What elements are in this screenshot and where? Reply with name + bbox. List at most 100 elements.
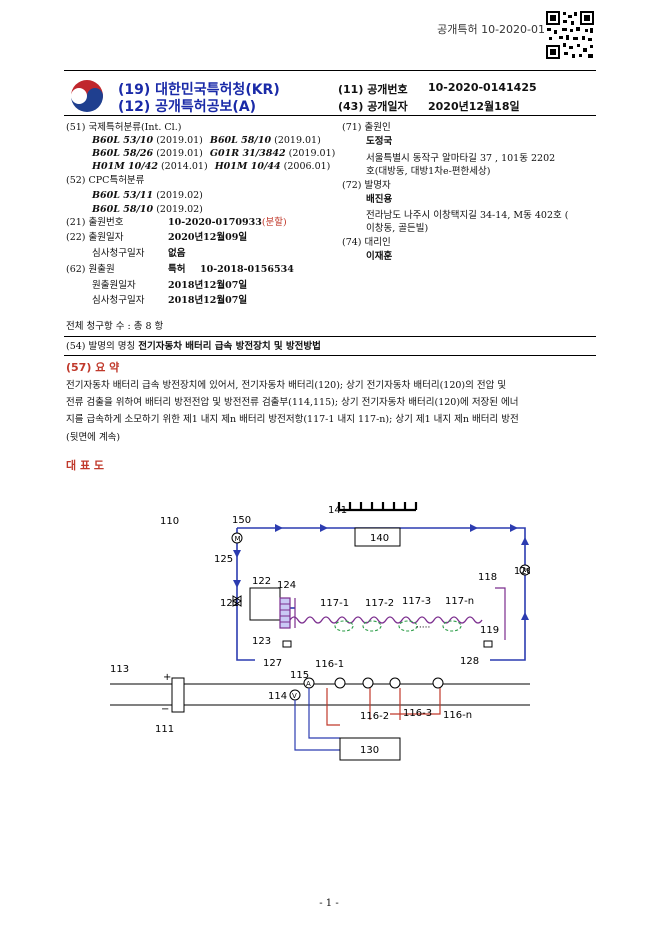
orig-date-value: 2018년12월07일 — [168, 280, 248, 291]
current-sensors — [303, 677, 444, 689]
title-row: (54) 발명의 명칭 전기자동차 배터리 급속 방전장치 및 방전방법 — [66, 341, 321, 352]
label-122: 122 — [252, 576, 271, 587]
orig-label: (62) 원출원 — [66, 264, 115, 275]
battery-box — [279, 597, 291, 629]
page-number: - 1 - — [319, 898, 339, 909]
controller-130 — [339, 737, 401, 761]
valve-121-icon — [232, 595, 242, 607]
motor-125-icon — [231, 532, 243, 544]
cpc-label: (52) CPC특허분류 — [66, 175, 145, 186]
orig-type: 특허 — [168, 264, 186, 275]
agent-name: 이재훈 — [366, 251, 393, 262]
label-117-3: 117-3 — [402, 596, 431, 607]
representative-figure-label: 대 표 도 — [66, 459, 105, 472]
label-116-3: 116-3 — [403, 708, 432, 719]
switch-ellipsis: ····· — [416, 623, 430, 633]
radiator-box — [354, 527, 401, 547]
label-128: 128 — [460, 656, 479, 667]
label-121: 121 — [220, 598, 239, 609]
label-123: 123 — [252, 636, 271, 647]
ipc-label: (51) 국제특허분류(Int. Cl.) — [66, 122, 182, 133]
label-117-n: 117-n — [445, 596, 474, 607]
app-date-label: (22) 출원일자 — [66, 232, 124, 243]
inventor-address: 전라남도 나주시 이창택지길 34-14, M동 402호 ( — [366, 210, 569, 221]
label-130: 130 — [360, 745, 379, 756]
sense-lines — [294, 688, 340, 751]
title-divider-top — [64, 336, 596, 337]
header-divider-bottom — [64, 115, 596, 116]
abstract-text: 전기자동차 배터리 급속 방전장치에 있어서, 전기자동차 배터리(120); … — [66, 380, 519, 425]
motor-126-icon — [519, 564, 530, 576]
exam-value: 없음 — [168, 248, 186, 259]
orig-date-label: 원출원일자 — [92, 280, 136, 291]
label-127: 127 — [263, 658, 282, 669]
pub-date-value: 2020년12월18일 — [428, 100, 520, 113]
title-divider-bottom — [64, 355, 596, 356]
resistor-housing — [294, 587, 506, 640]
control-lines — [326, 688, 441, 726]
label-125: 125 — [214, 554, 233, 565]
representative-diagram: 140 141 M M ····· + − V A 130 — [110, 502, 530, 761]
inventor-address: 이창동, 골든빌) — [366, 223, 429, 234]
label-150: 150 — [232, 515, 251, 526]
abstract-label: (57) 요 약 — [66, 361, 120, 374]
claims-count: 전체 청구항 수 : 총 8 항 — [66, 321, 164, 332]
breaker-111 — [171, 677, 185, 713]
label-116-2: 116-2 — [360, 711, 389, 722]
label-124: 124 — [277, 580, 296, 591]
label-117-2: 117-2 — [365, 598, 394, 609]
label-116-n: 116-n — [443, 710, 472, 721]
label-126: 126 — [514, 566, 530, 577]
pub-no-value: 10-2020-0141425 — [428, 81, 537, 94]
minus-sign: − — [161, 704, 169, 715]
publication-number-header: 공개특허 10-2020-0141425 — [437, 23, 580, 36]
switch-markers — [334, 620, 462, 632]
pump-box — [249, 587, 281, 621]
header-divider-top — [64, 70, 596, 71]
pub-no-label: (11) 공개번호 — [338, 83, 408, 96]
motor-m: M — [523, 567, 529, 575]
label-116-1: 116-1 — [315, 659, 344, 670]
sensor-128-icon — [483, 640, 493, 648]
cpc-row: B60L 58/10 (2019.02) — [92, 204, 203, 215]
exam-label: 심사청구일자 — [92, 248, 145, 259]
label-141: 141 — [328, 505, 347, 516]
issuing-office: (19) 대한민국특허청(KR) — [118, 82, 280, 98]
label-117-1: 117-1 — [320, 598, 349, 609]
continued-note: (뒷면에 계속) — [66, 432, 121, 443]
label-140: 140 — [370, 533, 389, 544]
label-113: 113 — [110, 664, 129, 675]
orig-no: 10-2018-0156534 — [200, 264, 294, 275]
kipo-logo-icon — [71, 80, 103, 112]
ipc-row: B60L 58/26 (2019.01) G01R 31/3842 (2019.… — [92, 148, 336, 159]
ipc-row: H01M 10/42 (2014.01) H01M 10/44 (2006.01… — [92, 161, 331, 172]
voltage-v: V — [292, 692, 297, 700]
label-114: 114 — [268, 691, 287, 702]
pub-date-label: (43) 공개일자 — [338, 100, 408, 113]
applicant-name: 도정국 — [366, 136, 393, 147]
plus-sign: + — [163, 672, 171, 683]
current-a: A — [306, 680, 311, 688]
flow-arrows — [233, 524, 529, 620]
applicant-address: 호(대방동, 대방1차e-편한세상) — [366, 166, 491, 177]
app-date-value: 2020년12월09일 — [168, 232, 248, 243]
ipc-row: B60L 53/10 (2019.01) B60L 58/10 (2019.01… — [92, 135, 321, 146]
label-118: 118 — [478, 572, 497, 583]
applicant-label: (71) 출원인 — [342, 122, 391, 133]
sensor-127-icon — [282, 640, 292, 648]
radiator-fins — [337, 502, 418, 512]
label-110: 110 — [160, 516, 179, 527]
applicant-address: 서울특별시 동작구 알마타길 37 , 101동 2202 — [366, 153, 556, 164]
discharge-resistors — [289, 616, 483, 624]
orig-exam-label: 심사청구일자 — [92, 295, 145, 306]
gazette-type: (12) 공개특허공보(A) — [118, 99, 257, 115]
app-no-value: 10-2020-0170933(분할) — [168, 217, 287, 228]
cpc-row: B60L 53/11 (2019.02) — [92, 190, 203, 201]
motor-m: M — [235, 535, 241, 543]
orig-exam-value: 2018년12월07일 — [168, 295, 248, 306]
label-115: 115 — [290, 670, 309, 681]
agent-label: (74) 대리인 — [342, 237, 391, 248]
battery-cells — [280, 603, 290, 623]
app-no-label: (21) 출원번호 — [66, 217, 124, 228]
label-111: 111 — [155, 724, 174, 735]
